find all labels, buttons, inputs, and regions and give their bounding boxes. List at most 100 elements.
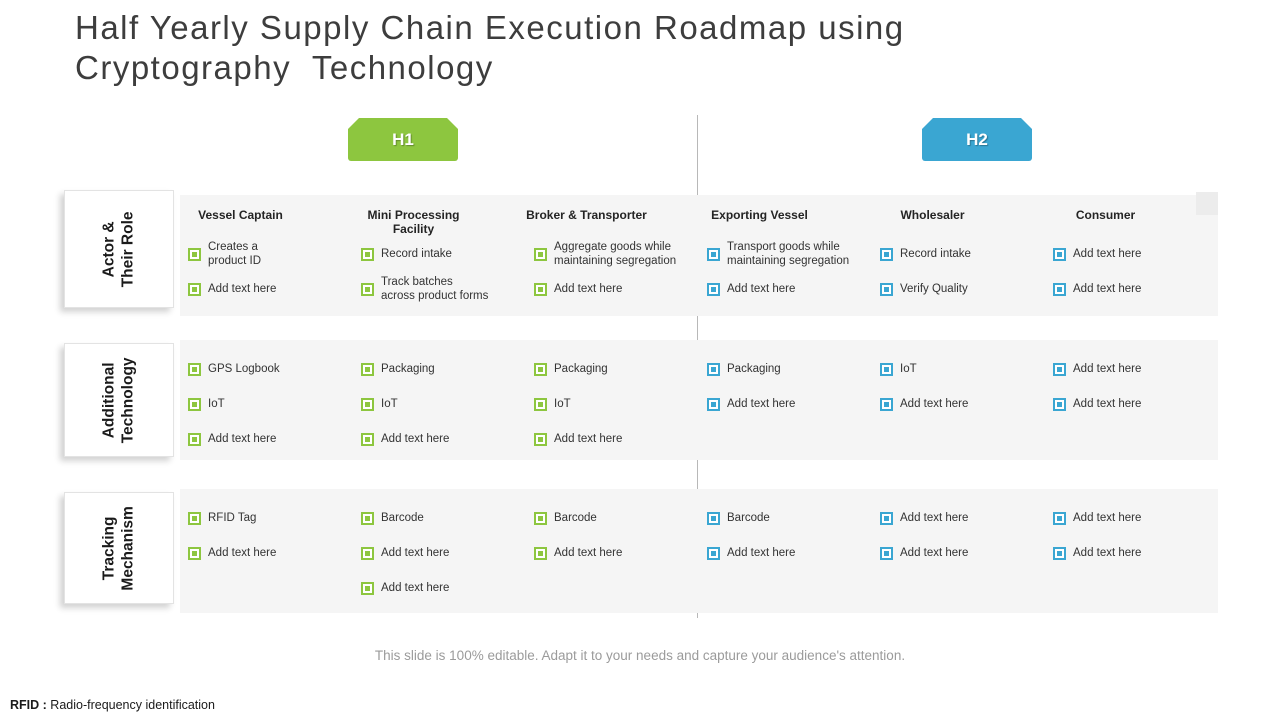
checkbox-icon — [361, 363, 374, 376]
h1-badge: H1 — [348, 118, 458, 161]
roadmap-item: Record intake — [353, 237, 526, 272]
column-header: Exporting Vessel — [711, 208, 808, 222]
checkbox-icon — [707, 363, 720, 376]
corner-decoration — [1196, 192, 1218, 215]
checkbox-icon — [361, 582, 374, 595]
roadmap-item: IoT — [526, 387, 699, 422]
checkbox-icon — [707, 547, 720, 560]
section-label-actor-role: Actor & Their Role — [64, 190, 174, 308]
roadmap-item: Barcode — [699, 501, 872, 536]
item-label: Add text here — [1073, 362, 1142, 375]
roadmap-item: IoT — [872, 352, 1045, 387]
checkbox-icon — [707, 283, 720, 296]
item-label: Packaging — [727, 362, 781, 375]
checkbox-icon — [534, 398, 547, 411]
roadmap-item: Add text here — [353, 536, 526, 571]
checkbox-icon — [188, 433, 201, 446]
roadmap-item: Packaging — [699, 352, 872, 387]
item-label: Add text here — [900, 397, 969, 410]
item-label: Aggregate goods while maintaining segreg… — [554, 240, 677, 267]
rfid-legend: RFID : Radio-frequency identification — [10, 698, 215, 712]
roadmap-item: Add text here — [699, 272, 872, 307]
roadmap-item: Add text here — [353, 571, 526, 606]
roadmap-item: Add text here — [1045, 237, 1218, 272]
checkbox-icon — [1053, 363, 1066, 376]
item-label: Add text here — [1073, 397, 1142, 410]
item-label: Add text here — [727, 282, 796, 295]
item-label: Record intake — [900, 247, 971, 260]
roadmap-item: Verify Quality — [872, 272, 1045, 307]
checkbox-icon — [188, 512, 201, 525]
checkbox-icon — [361, 512, 374, 525]
roadmap-item: GPS Logbook — [180, 352, 353, 387]
item-label: Add text here — [727, 546, 796, 559]
roadmap-item: Record intake — [872, 237, 1045, 272]
checkbox-icon — [361, 398, 374, 411]
item-label: Add text here — [208, 432, 277, 445]
section-label-additional-technology: Additional Technology — [64, 343, 174, 457]
item-label: Add text here — [208, 546, 277, 559]
item-label: Barcode — [554, 511, 597, 524]
checkbox-icon — [188, 398, 201, 411]
roadmap-item: Add text here — [872, 536, 1045, 571]
roadmap-item: Add text here — [1045, 387, 1218, 422]
item-label: Add text here — [900, 511, 969, 524]
checkbox-icon — [188, 363, 201, 376]
section-label-text: Tracking Mechanism — [100, 505, 137, 591]
checkbox-icon — [534, 248, 547, 261]
item-label: Track batches across product forms — [381, 275, 489, 302]
item-label: IoT — [381, 397, 398, 410]
roadmap-item: Creates a product ID — [180, 237, 353, 272]
item-label: RFID Tag — [208, 511, 257, 524]
roadmap-item: Add text here — [526, 272, 699, 307]
checkbox-icon — [880, 363, 893, 376]
roadmap-item: Add text here — [1045, 352, 1218, 387]
item-label: Add text here — [381, 581, 450, 594]
roadmap-cell: Aggregate goods while maintaining segreg… — [526, 237, 699, 307]
checkbox-icon — [1053, 512, 1066, 525]
checkbox-icon — [880, 248, 893, 261]
section-label-text: Actor & Their Role — [100, 211, 137, 287]
column-header: Vessel Captain — [198, 208, 283, 222]
item-label: IoT — [208, 397, 225, 410]
column-header: Wholesaler — [900, 208, 965, 222]
item-label: Add text here — [727, 397, 796, 410]
item-label: Barcode — [727, 511, 770, 524]
item-label: Packaging — [554, 362, 608, 375]
roadmap-item: Add text here — [1045, 501, 1218, 536]
item-label: Verify Quality — [900, 282, 968, 295]
roadmap-item: Packaging — [353, 352, 526, 387]
item-label: Add text here — [1073, 282, 1142, 295]
checkbox-icon — [361, 547, 374, 560]
column-header: Mini Processing Facility — [367, 208, 460, 236]
item-label: Transport goods while maintaining segreg… — [727, 240, 850, 267]
roadmap-item: Aggregate goods while maintaining segreg… — [526, 237, 699, 272]
roadmap-item: Add text here — [526, 422, 699, 457]
item-label: Add text here — [1073, 247, 1142, 260]
checkbox-icon — [880, 547, 893, 560]
roadmap-item: Track batches across product forms — [353, 272, 526, 307]
item-label: GPS Logbook — [208, 362, 280, 375]
column-header: Broker & Transporter — [526, 208, 647, 222]
roadmap-item: RFID Tag — [180, 501, 353, 536]
roadmap-item: Add text here — [1045, 536, 1218, 571]
checkbox-icon — [880, 512, 893, 525]
item-label: Creates a product ID — [208, 240, 262, 267]
roadmap-item: Barcode — [526, 501, 699, 536]
checkbox-icon — [707, 398, 720, 411]
column-header: Consumer — [1075, 208, 1136, 222]
item-label: IoT — [900, 362, 917, 375]
slide-title: Half Yearly Supply Chain Execution Roadm… — [75, 9, 905, 87]
checkbox-icon — [534, 547, 547, 560]
